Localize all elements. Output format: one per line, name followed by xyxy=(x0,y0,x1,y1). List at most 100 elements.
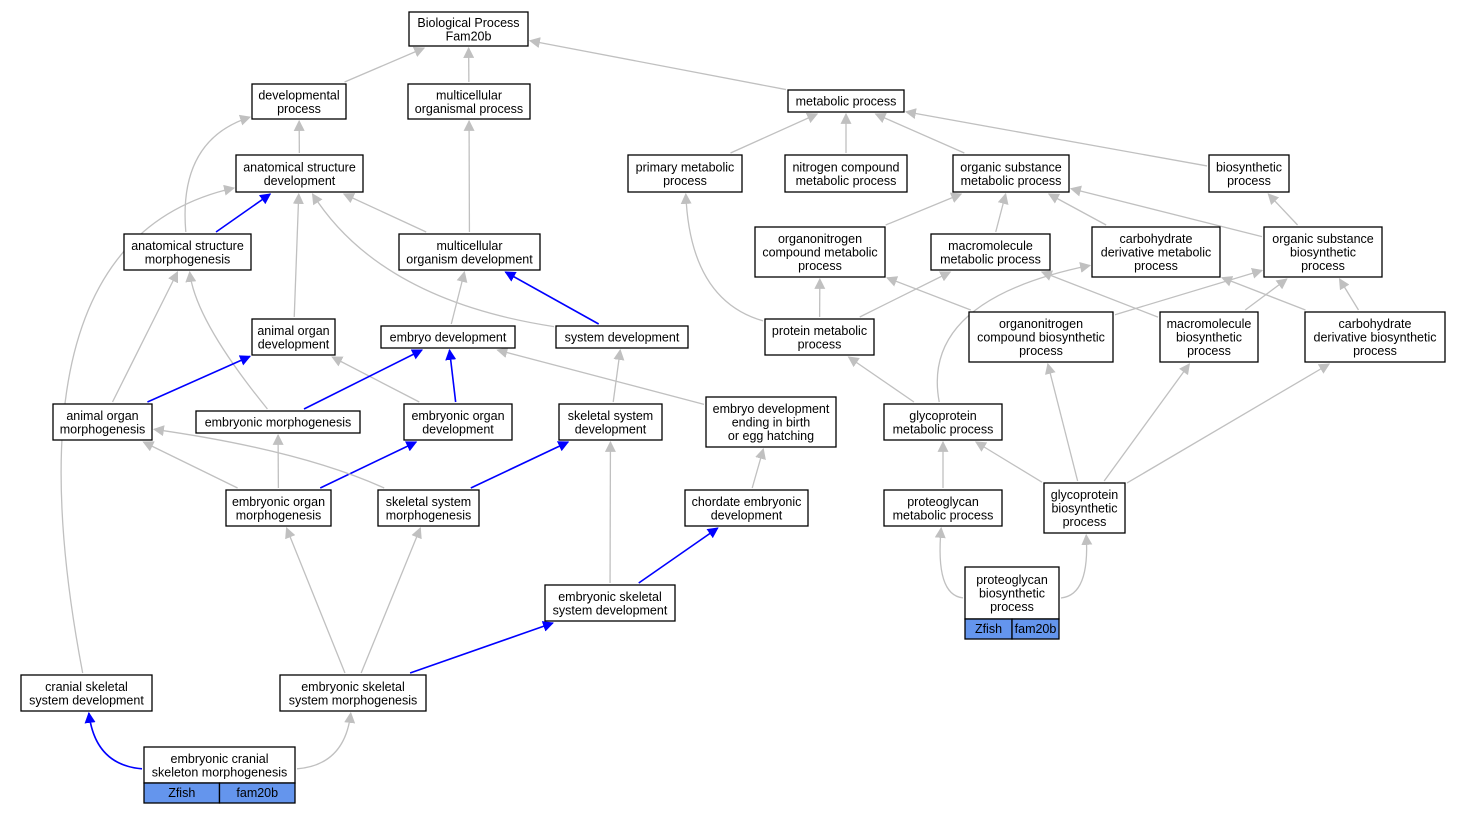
term-label-line: anatomical structure xyxy=(243,160,356,174)
term-node-sd[interactable]: system development xyxy=(555,325,689,349)
is-a-edge-essm-to-eom xyxy=(285,526,346,674)
term-node-em[interactable]: embryonic morphogenesis xyxy=(195,410,361,434)
term-box xyxy=(143,746,296,784)
part-of-edge-asm-to-asd xyxy=(215,193,272,233)
term-label-line: development xyxy=(422,422,494,436)
term-box xyxy=(787,89,905,113)
is-a-edge-oncbp-to-oncmp xyxy=(885,276,972,311)
is-a-edge-pgbp-to-gpbp xyxy=(1060,533,1093,599)
term-label-line: compound metabolic xyxy=(762,246,877,260)
term-label-line: development xyxy=(258,337,330,351)
term-box xyxy=(52,403,153,441)
term-label-line: ending in birth xyxy=(732,416,811,430)
term-label-line: embryonic organ xyxy=(411,409,504,423)
term-label-line: Biological Process xyxy=(417,16,519,30)
term-label-line: skeletal system xyxy=(386,495,471,509)
term-label-line: multicellular xyxy=(436,88,502,102)
term-box xyxy=(883,403,1003,441)
part-of-edge-ssm-to-ssd xyxy=(470,441,570,489)
term-label-line: biosynthetic xyxy=(1176,331,1242,345)
is-a-edge-ced-to-edbirth xyxy=(751,447,766,489)
term-label-line: development xyxy=(575,422,647,436)
is-a-edge-sd-to-asd xyxy=(311,193,555,328)
is-a-edge-cdmp-to-osmp xyxy=(1047,193,1107,226)
term-node-ed[interactable]: embryo development xyxy=(380,325,516,349)
term-box xyxy=(123,233,252,271)
term-label-line: or egg hatching xyxy=(728,429,814,443)
term-box xyxy=(764,318,875,356)
term-label-line: development xyxy=(711,508,783,522)
term-label-line: morphogenesis xyxy=(145,252,230,266)
part-of-edge-eod-to-ed xyxy=(445,348,457,403)
term-label-line: metabolic process xyxy=(961,174,1062,188)
term-label-line: metabolic process xyxy=(893,508,994,522)
term-label-line: skeletal system xyxy=(568,409,653,423)
term-label-line: organismal process xyxy=(415,102,523,116)
term-label-line: morphogenesis xyxy=(60,422,145,436)
is-a-edge-ssd-to-sd xyxy=(612,348,625,403)
term-label-line: macromolecule xyxy=(948,239,1033,253)
term-label-line: organism development xyxy=(406,252,533,266)
term-label-line: organonitrogen xyxy=(778,232,862,246)
term-label-line: organic substance xyxy=(1272,232,1374,246)
term-box xyxy=(1091,226,1221,278)
term-label-line: developmental xyxy=(258,88,339,102)
term-label-line: animal organ xyxy=(66,409,138,423)
annotation-cell[interactable] xyxy=(1011,618,1060,640)
annotation-label: fam20b xyxy=(236,786,278,800)
annotation-cell[interactable] xyxy=(218,782,296,804)
term-box xyxy=(380,325,516,349)
is-a-edge-eod-to-aod xyxy=(331,356,420,403)
term-node-metab[interactable]: metabolic process xyxy=(787,89,905,113)
is-a-edge-mbp-to-mmp xyxy=(1040,270,1159,318)
is-a-edge-osbp-to-osmp xyxy=(1069,185,1263,238)
term-label-line: process xyxy=(990,600,1034,614)
is-a-edge-csd-to-asd xyxy=(60,184,236,674)
is-a-edge-gpbp-to-gpmp xyxy=(974,441,1043,483)
is-a-edge-gpmp-to-cdmp xyxy=(936,262,1092,403)
term-label-line: process xyxy=(277,102,321,116)
term-label-line: organonitrogen xyxy=(999,317,1083,331)
term-box xyxy=(225,489,332,527)
term-label-line: system development xyxy=(565,331,680,345)
term-label-line: process xyxy=(1187,344,1231,358)
is-a-edge-ed-to-mod xyxy=(450,270,468,325)
term-label-line: process xyxy=(663,174,707,188)
term-label-line: morphogenesis xyxy=(386,508,471,522)
